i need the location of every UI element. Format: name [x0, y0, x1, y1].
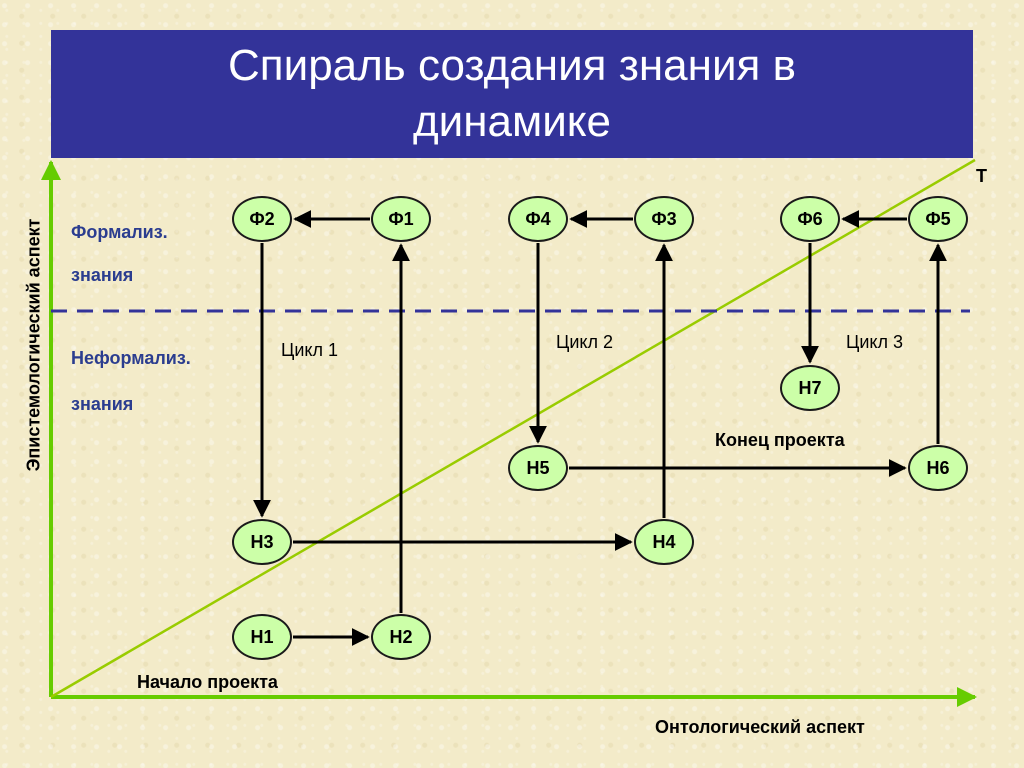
formal-zone-label-1: Формализ.: [71, 222, 168, 242]
node-f5: Ф5: [908, 196, 968, 242]
project-start-label: Начало проекта: [137, 672, 278, 692]
node-f3: Ф3: [634, 196, 694, 242]
node-n6: Н6: [908, 445, 968, 491]
cycle-3-label: Цикл 3: [846, 332, 903, 352]
informal-zone-label-1: Неформализ.: [71, 348, 191, 368]
node-n1: Н1: [232, 614, 292, 660]
page-title: Спираль создания знания в динамике: [228, 41, 796, 146]
cycle-1-label: Цикл 1: [281, 340, 338, 360]
informal-zone-label-2: знания: [71, 394, 134, 414]
node-n3: Н3: [232, 519, 292, 565]
node-f2: Ф2: [232, 196, 292, 242]
project-end-label: Конец проекта: [715, 430, 845, 450]
x-axis-label: Онтологический аспект: [655, 717, 865, 737]
node-f1: Ф1: [371, 196, 431, 242]
node-n4: Н4: [634, 519, 694, 565]
cycle-2-label: Цикл 2: [556, 332, 613, 352]
node-f6: Ф6: [780, 196, 840, 242]
t-label: Т: [976, 166, 987, 186]
edges-layer: [253, 210, 947, 646]
time-diagonal: [50, 158, 976, 699]
node-n7: Н7: [780, 365, 840, 411]
node-n2: Н2: [371, 614, 431, 660]
y-axis-label: Эпистемологический аспект: [23, 218, 44, 472]
node-f4: Ф4: [508, 196, 568, 242]
title-bar: Спираль создания знания в динамике: [51, 30, 973, 158]
formal-zone-label-2: знания: [71, 265, 134, 285]
node-n5: Н5: [508, 445, 568, 491]
